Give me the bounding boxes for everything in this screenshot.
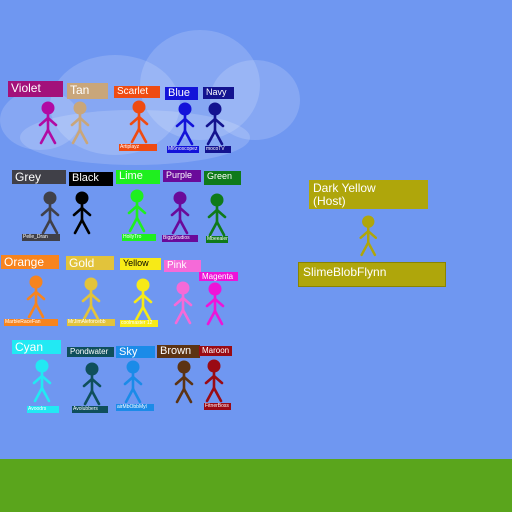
cloud-shape bbox=[50, 55, 180, 155]
stick-figure bbox=[38, 101, 58, 145]
stick-figure bbox=[40, 191, 60, 235]
stick-figure bbox=[175, 102, 195, 146]
player-color-label: Scarlet bbox=[114, 86, 160, 98]
player-username-tag: FitnerBoss bbox=[204, 403, 231, 410]
stick-figure bbox=[129, 100, 149, 144]
player-color-label: Cyan bbox=[12, 340, 61, 354]
stick-figure bbox=[173, 281, 193, 325]
player-color-label: Sky bbox=[116, 346, 155, 358]
player-color-label: Magenta bbox=[199, 272, 238, 281]
player-username-tag: Mbeealer bbox=[206, 236, 228, 243]
stick-figure bbox=[359, 215, 377, 257]
player-username-tag: MrJimAleforcebb bbox=[67, 319, 115, 326]
stick-figure bbox=[174, 360, 194, 404]
player-username-tag: coolmaster 12 bbox=[120, 320, 158, 327]
player-username-tag: Artiplayz bbox=[119, 144, 157, 151]
player-username-tag: airMbObbMyl bbox=[116, 404, 154, 411]
player-username-tag: Ml6noscopez bbox=[167, 146, 199, 153]
player-color-label: Blue bbox=[165, 87, 198, 100]
player-color-label: Black bbox=[69, 172, 113, 186]
cloud-shape bbox=[0, 90, 80, 150]
stick-figure bbox=[70, 101, 90, 145]
player-color-label: Violet bbox=[8, 81, 63, 97]
player-color-label: Gold bbox=[66, 256, 114, 270]
stick-figure bbox=[32, 359, 52, 403]
player-color-label: Green bbox=[204, 171, 241, 185]
stick-figure bbox=[205, 102, 225, 146]
player-color-label: Brown bbox=[157, 345, 200, 358]
host-username-tag: SlimeBlobFlynn bbox=[298, 262, 446, 287]
stick-figure bbox=[207, 193, 227, 237]
player-color-label: Pink bbox=[164, 260, 201, 272]
player-username-tag: Avolubbers bbox=[72, 406, 108, 413]
stick-figure bbox=[72, 191, 92, 235]
player-username-tag: HollyTro bbox=[122, 234, 156, 241]
stick-figure bbox=[133, 278, 153, 322]
ground bbox=[0, 459, 512, 512]
player-color-label: Grey bbox=[12, 170, 66, 184]
player-username-tag: mocoTV bbox=[205, 146, 231, 153]
cloud-shape bbox=[140, 30, 260, 140]
player-color-label: Orange bbox=[1, 255, 59, 269]
stick-figure bbox=[26, 275, 46, 319]
player-color-label: Tan bbox=[67, 83, 108, 99]
host-color-label: Dark Yellow (Host) bbox=[309, 180, 428, 209]
player-color-label: Purple bbox=[163, 170, 201, 182]
player-color-label: Navy bbox=[203, 87, 234, 99]
player-color-label: Maroon bbox=[199, 346, 232, 356]
stick-figure bbox=[82, 362, 102, 406]
player-username-tag: Avoodrs bbox=[27, 406, 59, 413]
stick-figure bbox=[81, 277, 101, 321]
player-color-label: Lime bbox=[116, 170, 160, 184]
player-username-tag: BiggStudios bbox=[162, 235, 198, 242]
stick-figure bbox=[127, 189, 147, 233]
stick-figure bbox=[170, 191, 190, 235]
player-username-tag: MarbleRaceFan bbox=[4, 319, 58, 326]
stick-figure bbox=[204, 359, 224, 403]
player-color-label: Pondwater bbox=[67, 347, 114, 357]
player-color-label: Yellow bbox=[120, 258, 161, 270]
stick-figure bbox=[205, 282, 225, 326]
player-username-tag: Pelle_Dran bbox=[22, 234, 60, 241]
stick-figure bbox=[123, 360, 143, 404]
cloud-shape bbox=[210, 60, 300, 140]
